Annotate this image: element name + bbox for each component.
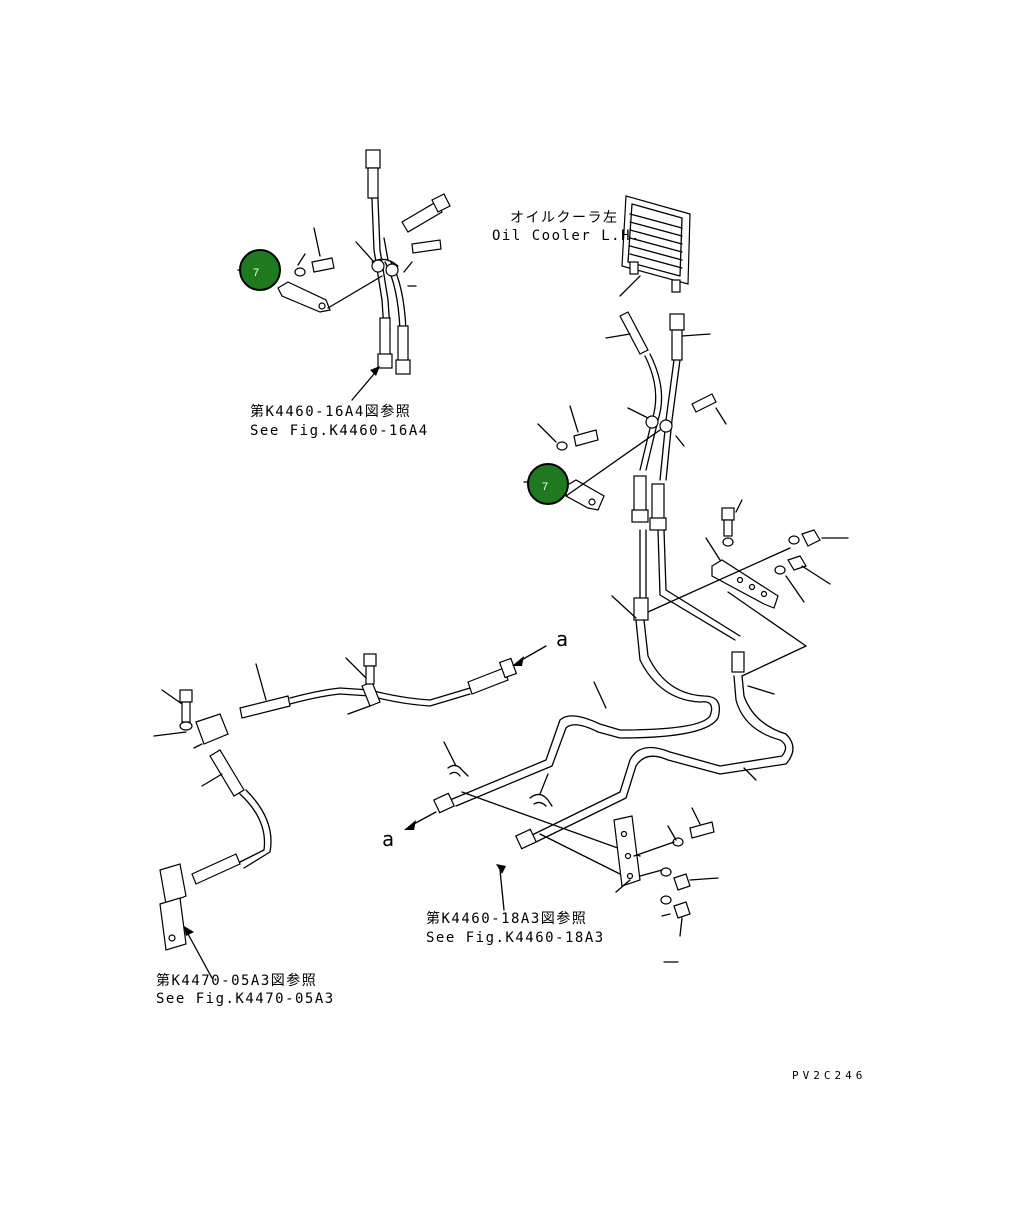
bottom-right-bracket (613, 807, 719, 963)
center-hose-assembly (523, 311, 745, 673)
callout-circle (239, 249, 281, 291)
callout-bubble-7-center[interactable]: 7 (527, 463, 569, 505)
oil-cooler-label-en: Oil Cooler L.H. (492, 228, 641, 244)
callout-number: 7 (253, 267, 259, 279)
left-hose-assembly (153, 645, 547, 979)
ref-bottom-label-jp: 第K4470-05A3図参照 (156, 972, 317, 989)
top-left-clamp-assembly (237, 149, 451, 401)
drawing-code: PV2C246 (792, 1069, 866, 1082)
steel-pipes (404, 595, 794, 875)
ref-top-label-en: See Fig.K4460-16A4 (250, 423, 429, 439)
ref-mid-label-en: See Fig.K4460-18A3 (426, 930, 605, 946)
callout-circle (527, 463, 569, 505)
oil-cooler-label-jp: オイルクーラ左 (510, 210, 619, 226)
callout-bubble-7-top[interactable]: 7 (239, 249, 281, 291)
ref-mid-label-jp: 第K4460-18A3図参照 (426, 910, 587, 927)
oil-cooler-left (619, 195, 691, 297)
ref-bottom-label-en: See Fig.K4470-05A3 (156, 991, 335, 1007)
ref-top-label-jp: 第K4460-16A4図参照 (250, 403, 411, 420)
arrow-a-bottom-label: a (382, 827, 394, 851)
arrow-a-top-label: a (556, 627, 568, 651)
right-bracket-plate (647, 499, 849, 677)
callout-number: 7 (542, 481, 548, 493)
